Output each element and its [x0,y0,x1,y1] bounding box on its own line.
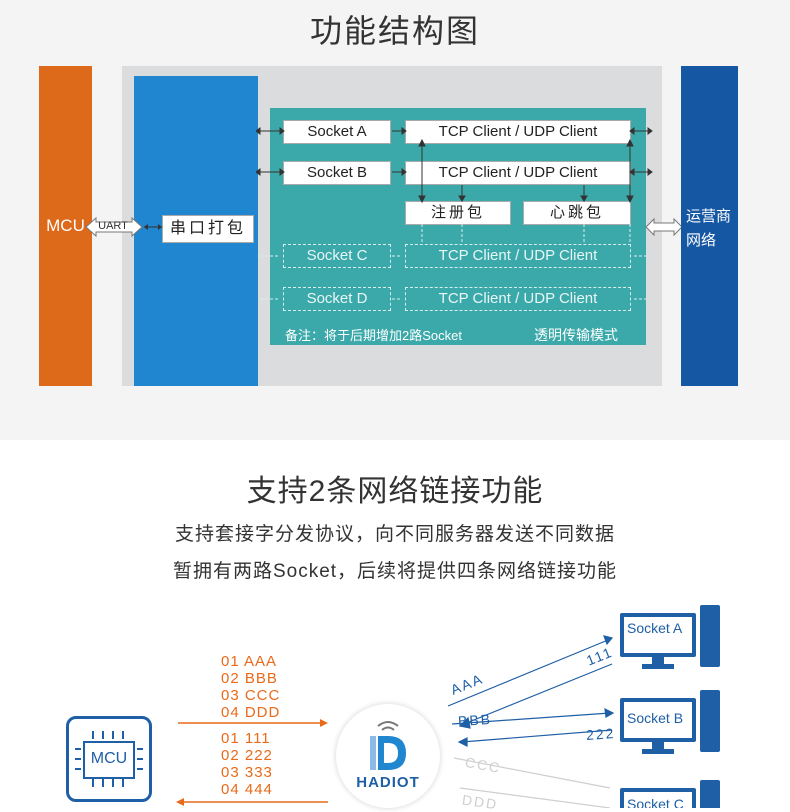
register-packet-box: 注册包 [405,201,511,225]
tcp-udp-a-box: TCP Client / UDP Client [405,120,631,144]
uart-arrow [85,216,162,238]
network-arrow [645,217,683,237]
server-c-computer-icon: Socket C [620,780,722,808]
socket-a-box: Socket A [283,120,391,144]
description-line-2: 暂拥有两路Socket，后续将提供四条网络链接功能 [172,561,618,582]
send-line: 04 DDD [221,704,281,721]
heartbeat-packet-box: 心跳包 [523,201,631,225]
tower-icon [700,690,720,752]
send-line: 03 CCC [221,687,281,704]
data-flow-arrows [176,719,328,806]
screen [624,702,692,738]
socket-c-box: Socket C [283,244,391,268]
wifi-d-logo-icon [370,721,406,770]
server-a-label: Socket A [627,620,683,636]
server-c-label: Socket C [627,796,684,808]
hadiot-brand-text: HADIOT [356,774,420,791]
monitor-stand [652,657,664,665]
screen [624,617,692,653]
mcu-label: MCU [46,216,85,235]
serial-pack-box: 串口打包 [162,215,254,243]
socket-d-box: Socket D [283,287,391,311]
tower-icon [700,605,720,667]
note-text: 备注：将于后期增加2路Socket [285,328,462,343]
send-line: 01 AAA [221,653,278,670]
tcp-udp-d-box: TCP Client / UDP Client [405,287,631,311]
link-b-out-label: BBB [457,710,493,730]
receive-line: 04 444 [221,781,273,798]
screen [624,792,692,808]
send-line: 02 BBB [221,670,278,687]
mcu-chip-label: MCU [90,750,128,767]
tcp-udp-c-box: TCP Client / UDP Client [405,244,631,268]
hadiot-logo: HADIOT [336,704,440,808]
section-title-structure: 功能结构图 [309,13,480,49]
description-line-1: 支持套接字分发协议，向不同服务器发送不同数据 [174,524,615,545]
server-b-computer-icon: Socket B [620,690,722,756]
mcu-block [39,66,92,386]
carrier-network-block [681,66,738,386]
server-b-label: Socket B [627,710,684,726]
tcp-udp-b-box: TCP Client / UDP Client [405,161,631,185]
receive-line: 03 333 [221,764,273,781]
link-b-in-label: 222 [585,724,616,744]
uart-label: UART [98,220,128,232]
receive-line: 02 222 [221,747,273,764]
carrier-network-label: 运营商网络 [686,208,732,249]
structure-connectors [256,127,653,300]
monitor-base [642,664,674,669]
transparent-mode-label: 透明传输模式 [534,327,618,343]
monitor-base [642,749,674,754]
socket-link-lines [447,635,615,808]
transparent-panel [270,108,646,345]
socket-b-box: Socket B [283,161,391,185]
section-title-links: 支持2条网络链接功能 [246,475,544,508]
tower-icon [700,780,720,808]
receive-data-list: 01 111 02 222 03 333 04 444 [221,730,273,798]
receive-line: 01 111 [221,730,271,747]
monitor-stand [652,742,664,750]
send-data-list: 01 AAA 02 BBB 03 CCC 04 DDD [221,653,280,721]
server-a-computer-icon: Socket A [620,605,722,671]
mcu-chip-icon: MCU [66,716,152,802]
chip-pins-icon [75,731,143,787]
chip-core [83,741,135,779]
